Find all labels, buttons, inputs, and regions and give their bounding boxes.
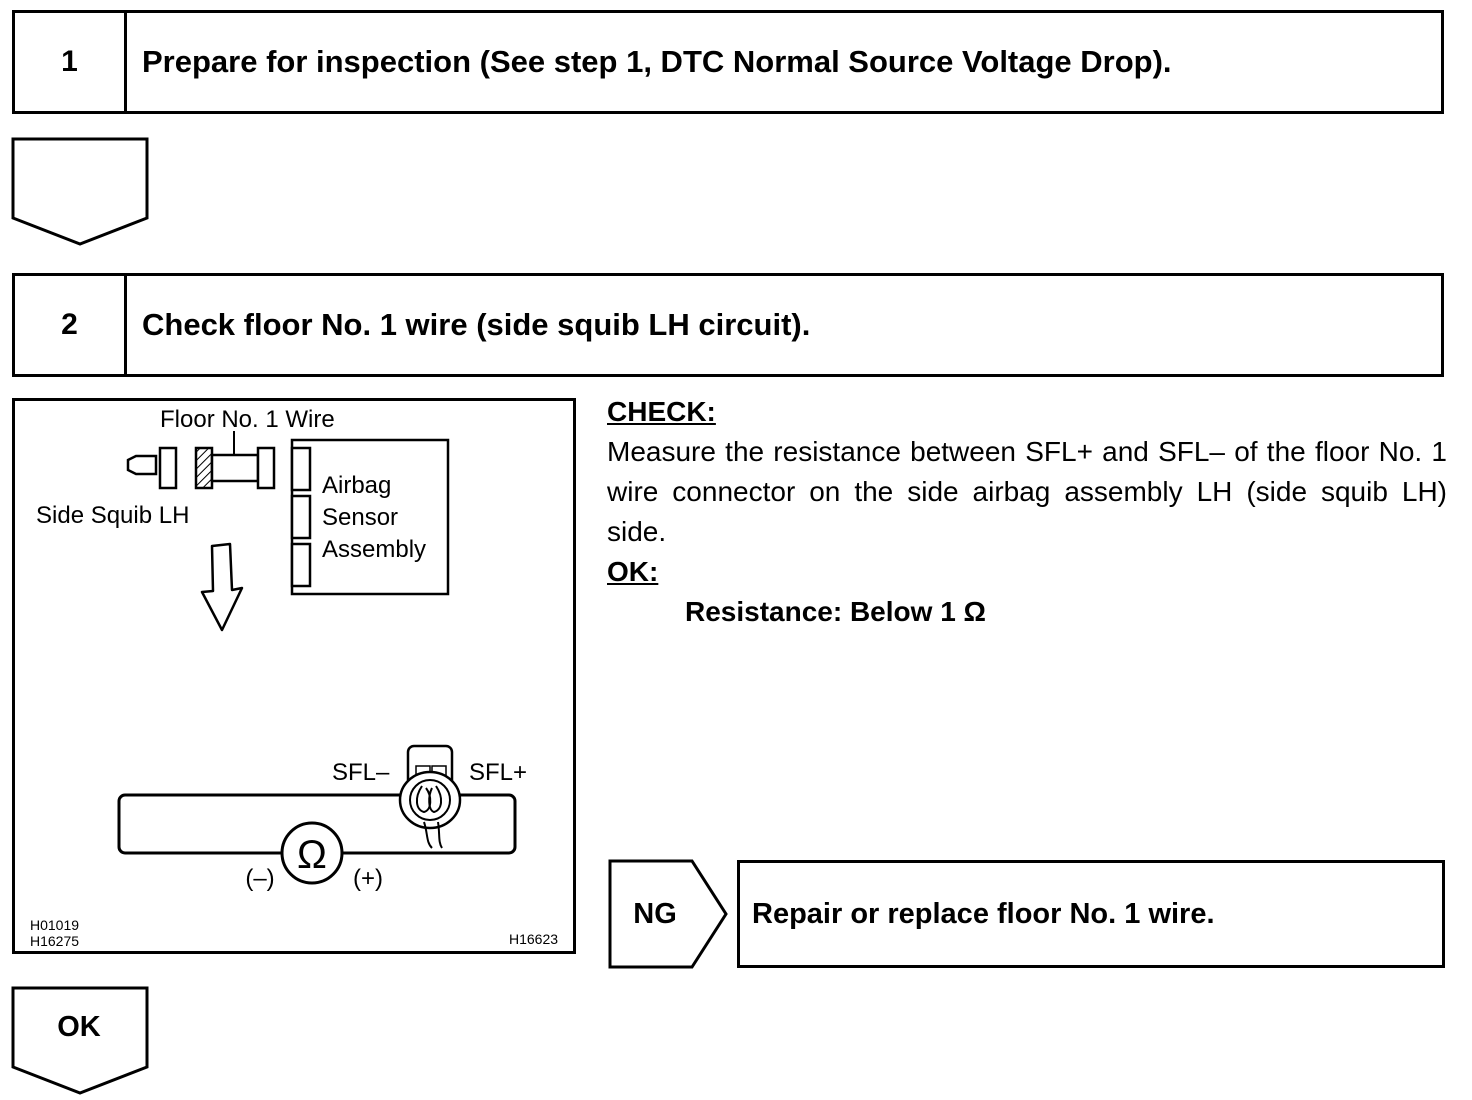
ok-arrow-icon xyxy=(11,986,149,1095)
ok-label: OK xyxy=(57,1010,101,1043)
step-2-number: 2 xyxy=(15,276,127,374)
step-2-title: Check floor No. 1 wire (side squib LH ci… xyxy=(142,307,811,342)
step-1-title: Prepare for inspection (See step 1, DTC … xyxy=(142,44,1172,79)
floor-wire-connector-icon xyxy=(194,446,276,490)
probed-connector-icon xyxy=(398,744,462,849)
airbag-label-line-3: Assembly xyxy=(322,536,426,563)
figure-code-left-1: H01019 xyxy=(30,917,79,933)
airbag-sensor-assembly-icon xyxy=(290,438,450,596)
flow-arrow-down-icon xyxy=(11,137,149,246)
ok-heading: OK: xyxy=(607,556,659,587)
ng-action-text: Repair or replace floor No. 1 wire. xyxy=(752,897,1215,930)
ohm-symbol: Ω xyxy=(297,833,327,877)
floor-wire-label: Floor No. 1 Wire xyxy=(160,406,335,433)
ng-action-box: Repair or replace floor No. 1 wire. xyxy=(737,860,1445,968)
figure-code-left-2: H16275 xyxy=(30,933,79,949)
sfl-minus-label: SFL– xyxy=(332,759,390,786)
positive-lead-label: (+) xyxy=(353,865,383,892)
step-1-number: 1 xyxy=(15,13,127,111)
check-body: Measure the resistance between SFL+ and … xyxy=(607,436,1447,547)
ng-arrow-icon xyxy=(608,859,728,969)
ohmmeter-icon xyxy=(280,821,344,885)
down-arrow-icon xyxy=(200,542,244,632)
step-2-box: 2 Check floor No. 1 wire (side squib LH … xyxy=(12,273,1444,377)
check-heading: CHECK: xyxy=(607,396,716,427)
negative-lead-label: (–) xyxy=(245,865,274,892)
side-squib-label: Side Squib LH xyxy=(36,502,189,529)
sfl-plus-label: SFL+ xyxy=(469,759,527,786)
wiring-figure: Floor No. 1 Wire Side Squib LH Airbag Se… xyxy=(12,398,576,954)
step-1-box: 1 Prepare for inspection (See step 1, DT… xyxy=(12,10,1444,114)
resistance-spec: Resistance: Below 1 Ω xyxy=(685,596,986,627)
figure-code-right: H16623 xyxy=(509,931,558,947)
check-section: CHECK: Measure the resistance between SF… xyxy=(607,392,1447,632)
airbag-label-line-1: Airbag xyxy=(322,472,391,499)
ng-label: NG xyxy=(633,897,677,930)
airbag-label-line-2: Sensor xyxy=(322,504,398,531)
side-squib-connector-icon xyxy=(126,446,178,490)
